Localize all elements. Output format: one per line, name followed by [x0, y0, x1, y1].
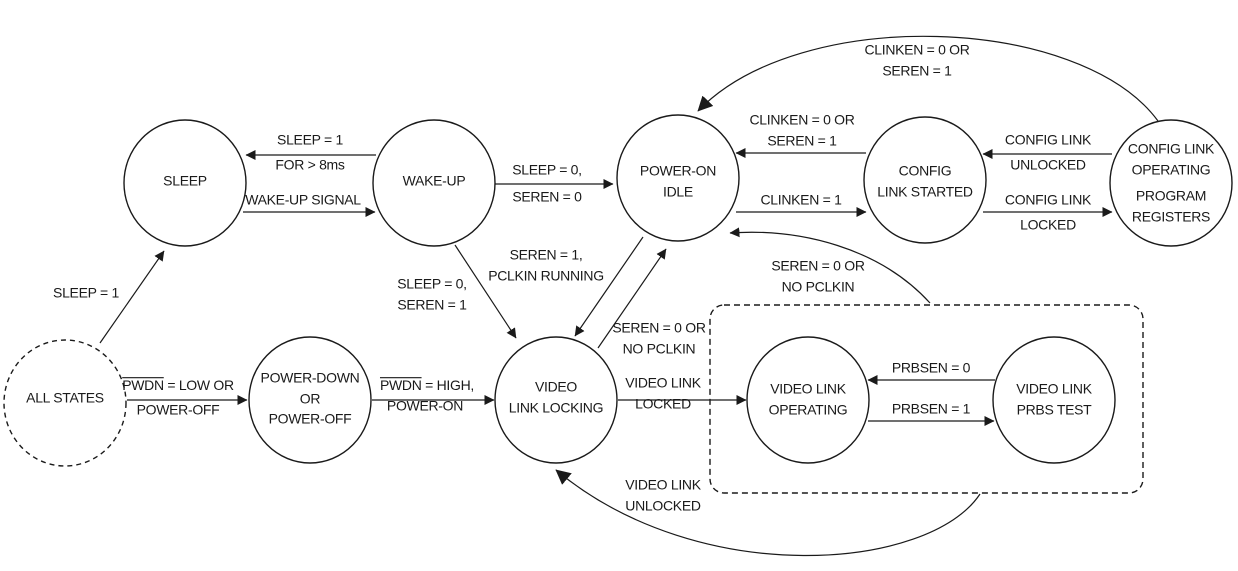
- label-locking-to-idle: SEREN = 0 OR: [612, 320, 705, 336]
- label-group-to-locking: VIDEO LINK: [625, 477, 702, 493]
- label-wake-to-idle: SLEEP = 0,: [512, 162, 582, 178]
- state-video-link-prbs-test-label: VIDEO LINK: [1016, 381, 1093, 397]
- state-config-link-operating-label: CONFIG LINK: [1128, 141, 1215, 157]
- label-power-down-to-locking: PWDN = HIGH,: [380, 377, 474, 393]
- state-power-down-label: OR: [300, 391, 321, 407]
- label-config-operating-to-idle: CLINKEN = 0 OR: [864, 42, 969, 58]
- label-all-to-power-down-line2: POWER-OFF: [137, 402, 220, 418]
- state-config-link-started: [863, 116, 987, 244]
- state-config-link-operating: [1109, 119, 1233, 247]
- label-all-to-sleep: SLEEP = 1: [53, 285, 119, 301]
- state-config-link-operating-label: OPERATING: [1132, 162, 1211, 178]
- state-wake-up: [372, 119, 496, 247]
- label-operating-to-prbs: PRBSEN = 1: [892, 401, 971, 417]
- edge-group-to-idle: [729, 227, 931, 304]
- edge-config-operating-to-idle: [697, 35, 1159, 122]
- state-video-link-prbs-test-label: PRBS TEST: [1017, 402, 1093, 418]
- state-all-states: [3, 339, 127, 467]
- state-video-link-locking-label: VIDEO: [535, 379, 577, 395]
- label-config-unlocked: CONFIG LINK: [1005, 132, 1092, 148]
- pwdn-signal: PWDN: [380, 377, 422, 393]
- label-group-to-idle: SEREN = 0 OR: [771, 258, 864, 274]
- label-group-to-locking: UNLOCKED: [625, 498, 701, 514]
- state-power-down-label: POWER-DOWN: [261, 370, 360, 386]
- state-video-link-operating-label: OPERATING: [769, 402, 848, 418]
- label-wake-to-idle: SEREN = 0: [512, 189, 582, 205]
- label-config-locked: LOCKED: [1020, 217, 1076, 233]
- label-config-unlocked: UNLOCKED: [1010, 157, 1086, 173]
- label-locking-to-idle: NO PCLKIN: [623, 341, 696, 357]
- label-idle-to-locking: PCLKIN RUNNING: [488, 268, 604, 284]
- state-power-down-label: POWER-OFF: [269, 411, 352, 427]
- state-all-states-label: ALL STATES: [26, 390, 104, 406]
- edge-all-to-sleep: [99, 250, 165, 344]
- video-link-group-box: [709, 304, 1144, 494]
- edge-idle-to-locking: [574, 236, 644, 337]
- state-sleep: [123, 119, 247, 247]
- label-locking-to-operating: LOCKED: [635, 396, 691, 412]
- state-video-link-operating-label: VIDEO LINK: [770, 381, 847, 397]
- state-wake-up-label: WAKE-UP: [403, 173, 466, 189]
- state-video-link-prbs-test: [992, 336, 1116, 464]
- label-wake-to-locking: SLEEP = 0,: [397, 276, 467, 292]
- label-wake-to-sleep: SLEEP = 1: [277, 132, 343, 148]
- pwdn-signal: PWDN: [122, 377, 164, 393]
- state-video-link-locking: [494, 336, 618, 464]
- label-idle-to-config-started: CLINKEN = 1: [760, 192, 842, 208]
- label-power-down-to-locking-line2: POWER-ON: [387, 398, 463, 414]
- state-power-on-idle-label: IDLE: [663, 184, 693, 200]
- label-prbs-to-operating: PRBSEN = 0: [892, 360, 971, 376]
- label-locking-to-operating: VIDEO LINK: [625, 375, 702, 391]
- state-config-link-operating-label: REGISTERS: [1132, 209, 1210, 225]
- label-config-locked: CONFIG LINK: [1005, 192, 1092, 208]
- label-idle-to-locking: SEREN = 1,: [510, 247, 583, 263]
- label-group-to-idle: NO PCLKIN: [782, 279, 855, 295]
- label-config-operating-to-idle: SEREN = 1: [882, 63, 952, 79]
- label-config-started-to-idle: CLINKEN = 0 OR: [749, 112, 854, 128]
- label-wake-to-locking: SEREN = 1: [397, 297, 467, 313]
- state-power-on-idle: [616, 114, 740, 242]
- state-power-on-idle-label: POWER-ON: [640, 163, 716, 179]
- state-config-link-operating-label: PROGRAM: [1136, 188, 1206, 204]
- state-sleep-label: SLEEP: [163, 173, 207, 189]
- label-all-to-power-down: PWDN = LOW OR: [122, 377, 234, 393]
- label-sleep-to-wake: WAKE-UP SIGNAL: [245, 192, 361, 208]
- state-video-link-locking-label: LINK LOCKING: [509, 400, 603, 416]
- label-wake-to-sleep: FOR > 8ms: [275, 157, 345, 173]
- edge-group-to-locking: [555, 469, 981, 557]
- state-power-down: [248, 336, 372, 464]
- state-video-link-operating: [746, 336, 870, 464]
- state-config-link-started-label: LINK STARTED: [877, 184, 973, 200]
- label-config-started-to-idle: SEREN = 1: [767, 133, 837, 149]
- edge-wake-to-locking: [454, 244, 517, 339]
- state-config-link-started-label: CONFIG: [899, 163, 952, 179]
- edge-locking-to-idle: [597, 248, 667, 349]
